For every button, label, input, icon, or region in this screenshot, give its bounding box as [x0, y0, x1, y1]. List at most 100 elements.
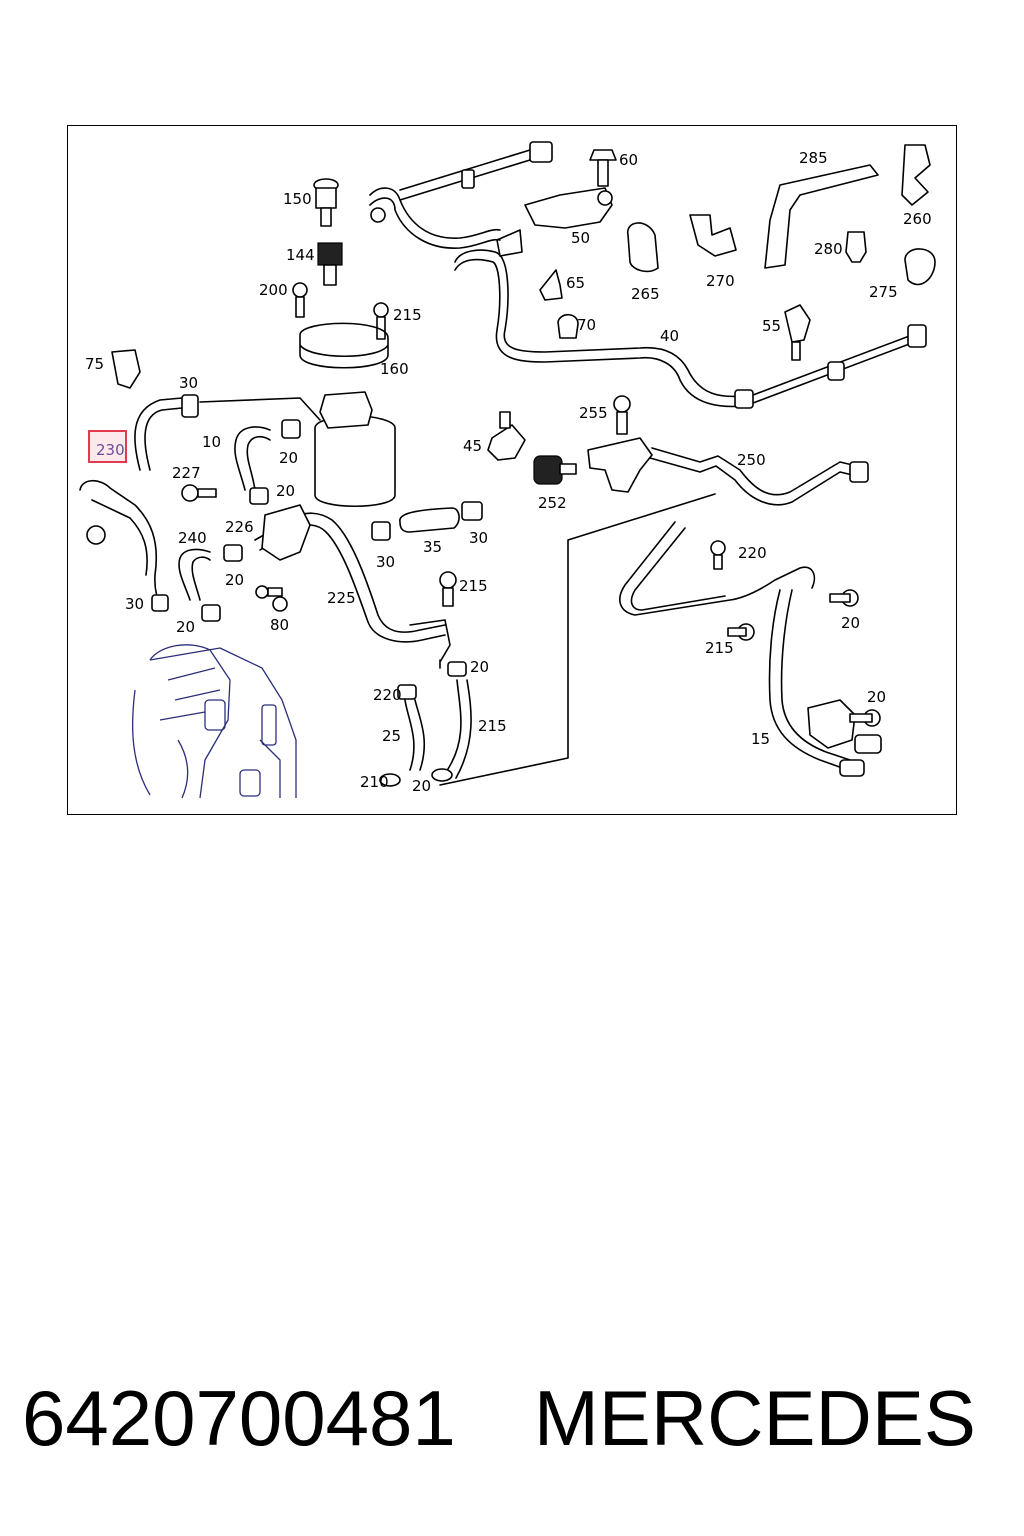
- part-252: [533, 455, 577, 485]
- connector-small: [461, 169, 475, 189]
- connector-40: [907, 324, 927, 348]
- clip-275: [904, 248, 936, 286]
- connector-40b: [827, 361, 845, 381]
- bracket-210: [807, 699, 856, 749]
- callout: 30: [376, 553, 395, 571]
- clamp-30d: [461, 501, 483, 521]
- hose-25: [404, 699, 426, 771]
- clip-280: [845, 231, 867, 263]
- callout: 220: [738, 544, 767, 562]
- callout: 275: [869, 283, 898, 301]
- clamp-30b: [151, 594, 169, 612]
- callout: 220: [373, 686, 402, 704]
- bolt-215-mid: [439, 571, 457, 607]
- callout: 35: [423, 538, 442, 556]
- callout: 144: [286, 246, 315, 264]
- callout: 215: [393, 306, 422, 324]
- fitting-226: [261, 504, 311, 561]
- connector-40c: [734, 389, 754, 409]
- callout: 60: [619, 151, 638, 169]
- callout: 20: [279, 449, 298, 467]
- callout: 227: [172, 464, 201, 482]
- leader-30: [199, 397, 321, 421]
- callout: 210: [360, 773, 389, 791]
- callout: 20: [867, 688, 886, 706]
- fuel-line-210-a: [619, 521, 816, 616]
- callout: 215: [705, 639, 734, 657]
- callout: 215: [459, 577, 488, 595]
- callout-230-highlighted: 230: [96, 441, 125, 459]
- bolt-220b: [829, 589, 859, 607]
- clamp-20g: [379, 773, 401, 787]
- clip-270: [689, 214, 737, 257]
- line-end-fitting: [370, 207, 386, 223]
- fuel-line-210-b: [768, 589, 851, 771]
- hose-240: [178, 548, 211, 601]
- tee-225: [409, 619, 451, 669]
- callout: 25: [382, 727, 401, 745]
- bracket-285: [764, 164, 879, 269]
- callout: 20: [841, 614, 860, 632]
- callout: 70: [577, 316, 596, 334]
- callout: 285: [799, 149, 828, 167]
- clamp-20a: [281, 419, 301, 439]
- clamp-20c: [223, 544, 243, 562]
- hose-10: [234, 426, 271, 491]
- connector-210a: [854, 734, 882, 754]
- highlight-box-230: [88, 430, 127, 463]
- clip-70: [557, 313, 579, 339]
- detail-leader: [439, 493, 716, 786]
- clamp-20e: [447, 661, 467, 677]
- part-number: 6420700481: [22, 1374, 456, 1462]
- valve-45: [487, 411, 526, 461]
- clip-265: [627, 222, 659, 273]
- callout: 250: [737, 451, 766, 469]
- bolt-215-right: [849, 709, 881, 727]
- callout: 20: [225, 571, 244, 589]
- callout: 252: [538, 494, 567, 512]
- pipe-230-mount: [86, 525, 106, 545]
- callout: 45: [463, 437, 482, 455]
- callout: 150: [283, 190, 312, 208]
- part-144: [317, 242, 343, 286]
- callout: 240: [178, 529, 207, 547]
- callout: 65: [566, 274, 585, 292]
- clamp-30a: [181, 394, 199, 418]
- callout: 15: [751, 730, 770, 748]
- band-160: [299, 322, 389, 369]
- bolt-227: [181, 484, 217, 502]
- part-50-eye: [597, 190, 613, 206]
- callout: 30: [469, 529, 488, 547]
- callout: 50: [571, 229, 590, 247]
- fuel-line-40: [454, 249, 746, 408]
- clamp-20f: [397, 684, 417, 700]
- callout: 225: [327, 589, 356, 607]
- clamp-20h: [431, 768, 453, 782]
- callout: 200: [259, 281, 288, 299]
- callout: 20: [276, 482, 295, 500]
- callout: 20: [470, 658, 489, 676]
- fuel-line-225: [254, 512, 446, 643]
- part-150: [313, 178, 339, 227]
- callout: 270: [706, 272, 735, 290]
- bolt-255: [613, 395, 631, 435]
- fuel-line-top: [369, 149, 531, 249]
- callout: 40: [660, 327, 679, 345]
- callout: 75: [85, 355, 104, 373]
- fuel-line-250: [649, 447, 866, 506]
- bracket-65: [539, 269, 563, 301]
- callout: 30: [179, 374, 198, 392]
- callout-labels: 60 285 150 260 50 144 280 270 200 65 265…: [85, 149, 932, 795]
- callout: 55: [762, 317, 781, 335]
- joint-40: [496, 229, 523, 257]
- bolt-60: [589, 149, 617, 187]
- callout: 255: [579, 404, 608, 422]
- callout: 160: [380, 360, 409, 378]
- callout: 80: [270, 616, 289, 634]
- part-50-bracket: [524, 187, 613, 229]
- clip-55: [784, 304, 811, 361]
- bolt-220a: [710, 540, 726, 570]
- callout: 215: [478, 717, 507, 735]
